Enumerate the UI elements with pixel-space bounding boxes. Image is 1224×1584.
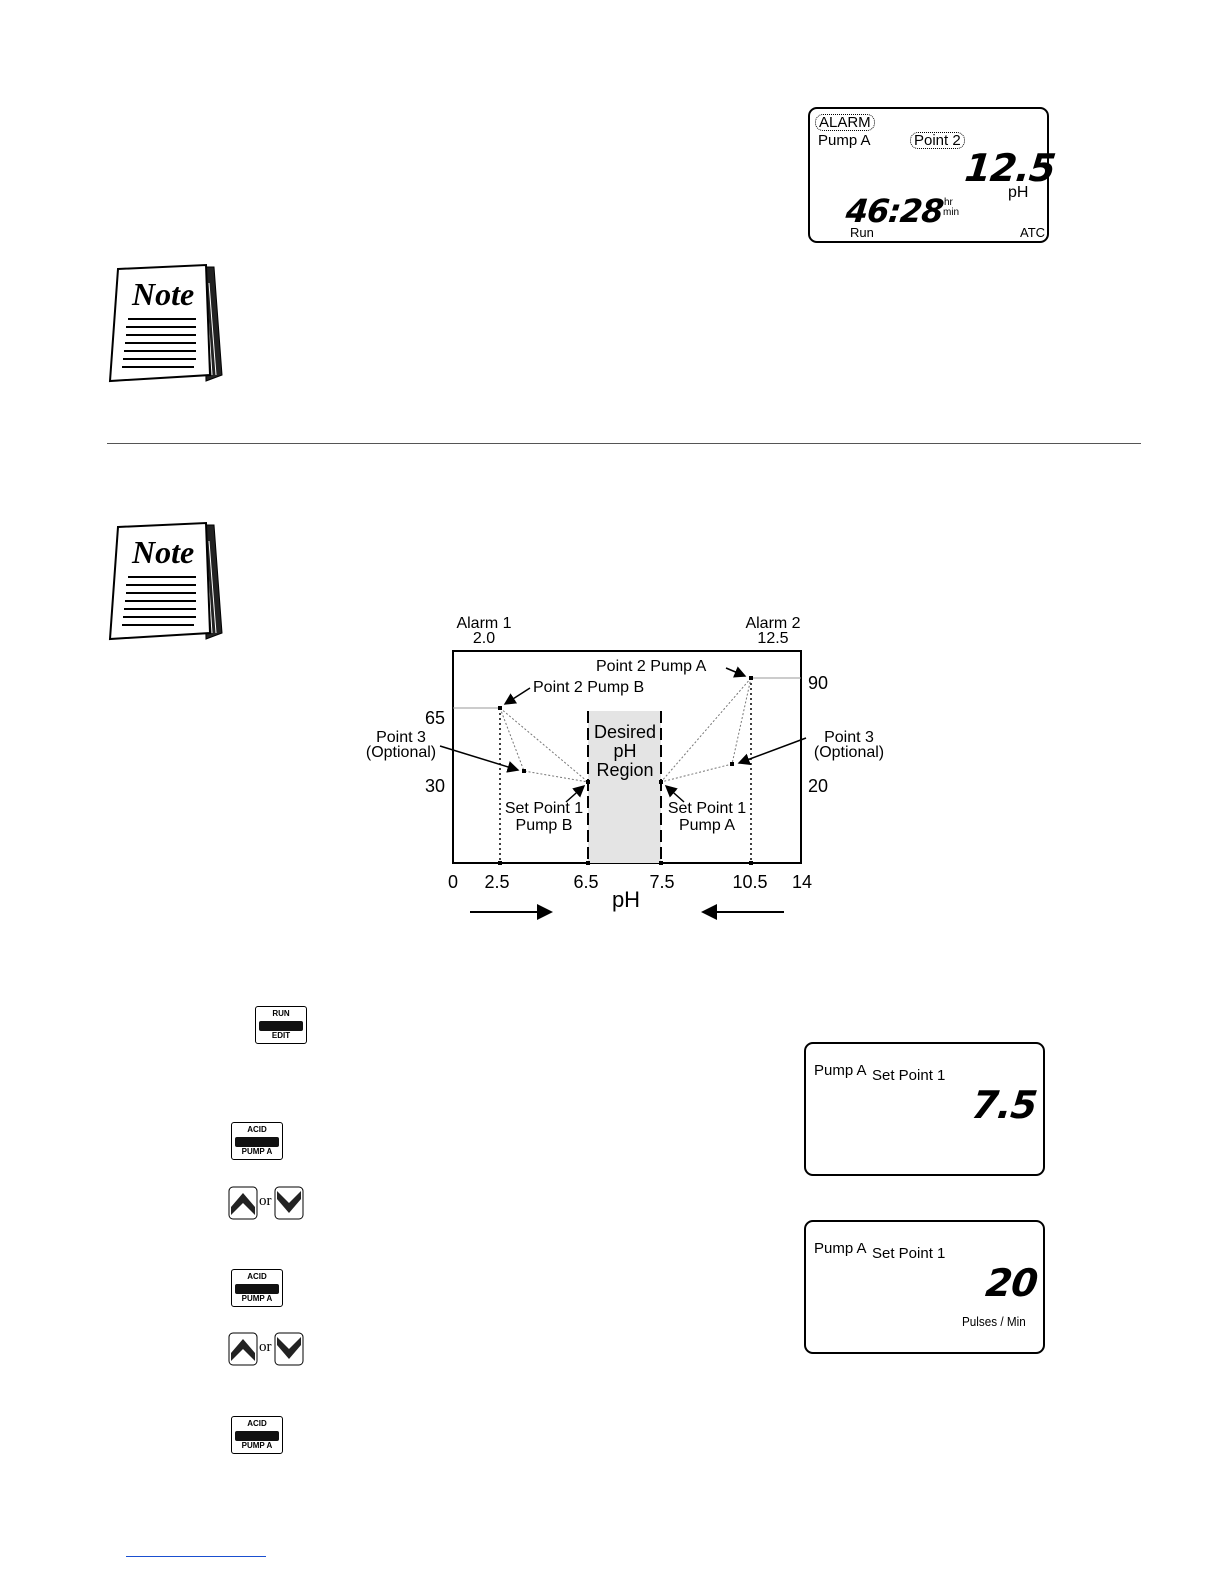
- up-arrow-icon[interactable]: [228, 1332, 258, 1366]
- run-edit-key-bar: [259, 1021, 303, 1031]
- point3-right-optional: (Optional): [814, 744, 884, 761]
- alarm2-value: 12.5: [757, 630, 788, 647]
- x-tick-mark: [659, 861, 663, 865]
- acid-pump-a-key[interactable]: ACID PUMP A: [231, 1122, 283, 1160]
- right-tick-90: 90: [808, 673, 828, 693]
- pump-label: Pump A: [818, 132, 871, 149]
- alarm1-label: Alarm 1: [456, 615, 511, 632]
- atc-indicator: ATC: [1020, 225, 1046, 240]
- run-edit-key-top: RUN: [272, 1009, 290, 1018]
- x-tick-10-5: 10.5: [732, 872, 767, 892]
- pump-label: Pump A: [814, 1240, 867, 1257]
- acid-key-bottom: PUMP A: [241, 1294, 273, 1303]
- acid-key-bar: [235, 1284, 279, 1294]
- or-label: or: [259, 1193, 272, 1209]
- up-arrow-icon[interactable]: [228, 1186, 258, 1220]
- acid-key-top: ACID: [247, 1272, 267, 1281]
- x-tick-mark: [498, 861, 502, 865]
- setpoint-label: Set Point 1: [872, 1067, 946, 1084]
- or-label: or: [259, 1339, 272, 1355]
- ph-unit: pH: [1008, 184, 1029, 201]
- region-label-1: Desired: [594, 722, 656, 742]
- x-tick-6-5: 6.5: [573, 872, 598, 892]
- acid-key-bottom: PUMP A: [241, 1441, 273, 1450]
- x-tick-0: 0: [448, 872, 458, 892]
- acid-key-bottom: PUMP A: [241, 1147, 273, 1156]
- setpoint-ph-value: 7.5: [969, 1083, 1039, 1127]
- x-tick-14: 14: [792, 872, 812, 892]
- point2-pump-a-label: Point 2 Pump A: [596, 658, 707, 675]
- point-indicator: Point 2: [910, 132, 965, 149]
- run-edit-key-bottom: EDIT: [271, 1031, 291, 1040]
- left-tick-65: 65: [425, 708, 445, 728]
- footer-link-underline: [126, 1556, 266, 1557]
- alarm1-value: 2.0: [473, 630, 495, 647]
- note-label: Note: [131, 276, 194, 312]
- set-point1-pump-b-label: Set Point 1: [505, 800, 583, 817]
- point3-left-optional: (Optional): [366, 744, 436, 761]
- point2-pump-b-pointer: [503, 687, 531, 705]
- min-unit: min: [943, 207, 960, 218]
- acid-key-top: ACID: [247, 1419, 267, 1428]
- point2-pump-a-pointer: [725, 666, 747, 678]
- point2-pump-b-marker: [498, 706, 502, 710]
- setpoint-rate-lcd-display: Pump A Set Point 1 20 Pulses / Min: [804, 1220, 1045, 1354]
- acid-key-bar: [235, 1431, 279, 1441]
- down-arrow-icon[interactable]: [274, 1186, 304, 1220]
- setpoint1-pump-b-marker: [586, 780, 590, 784]
- setpoint1-pump-a-marker: [659, 780, 663, 784]
- point3-pump-a-marker: [730, 762, 734, 766]
- ph-control-diagram: Alarm 1 2.0 Alarm 2 12.5 Point 2 Pump A …: [366, 615, 884, 920]
- setpoint-ph-lcd-display: Pump A Set Point 1 7.5: [804, 1042, 1045, 1176]
- set-point1-pump-b-pointer: [565, 785, 586, 803]
- alarm-lcd-display: ALARM Pump A Point 2 12.5 pH 46:28 hr mi…: [808, 107, 1057, 243]
- hr-unit: hr: [944, 197, 953, 208]
- point2-pump-b-label: Point 2 Pump B: [533, 679, 644, 696]
- desired-region: [588, 711, 661, 863]
- point3-left-label: Point 3: [376, 729, 426, 746]
- point3-left-pointer: [439, 745, 520, 773]
- set-point1-pump-a-pump: Pump A: [679, 817, 735, 834]
- alarm-indicator: ALARM: [815, 114, 875, 131]
- pump-label: Pump A: [814, 1062, 867, 1079]
- up-down-keys: or: [228, 1185, 308, 1221]
- acid-key-top: ACID: [247, 1125, 267, 1134]
- acid-key-bar: [235, 1137, 279, 1147]
- run-mode: Run: [850, 225, 874, 240]
- x-tick-mark: [586, 861, 590, 865]
- pump-b-curve-direct: [499, 707, 589, 783]
- set-point1-pump-b-pump: Pump B: [516, 817, 573, 834]
- x-tick-2-5: 2.5: [484, 872, 509, 892]
- acid-pump-a-key[interactable]: ACID PUMP A: [231, 1416, 283, 1454]
- point2-pump-a-marker: [749, 676, 753, 680]
- section-divider: [107, 443, 1141, 444]
- set-point1-pump-a-pointer: [664, 785, 685, 803]
- x-axis-label: pH: [612, 887, 640, 912]
- setpoint-label: Set Point 1: [872, 1245, 946, 1262]
- rate-unit: Pulses / Min: [962, 1314, 1026, 1329]
- setpoint-rate-value: 20: [983, 1261, 1040, 1305]
- set-point1-pump-a-label: Set Point 1: [668, 800, 746, 817]
- pump-a-curve-direct: [660, 677, 752, 783]
- note-icon: Note: [106, 263, 226, 385]
- left-tick-30: 30: [425, 776, 445, 796]
- point3-pump-b-marker: [522, 769, 526, 773]
- x-tick-mark: [749, 861, 753, 865]
- right-tick-20: 20: [808, 776, 828, 796]
- region-label-3: Region: [596, 760, 653, 780]
- up-down-keys: or: [228, 1331, 308, 1367]
- point3-right-label: Point 3: [824, 729, 874, 746]
- region-label-2: pH: [613, 741, 636, 761]
- x-tick-7-5: 7.5: [649, 872, 674, 892]
- note-label: Note: [131, 534, 194, 570]
- run-edit-key[interactable]: RUN EDIT: [255, 1006, 307, 1044]
- acid-pump-a-key[interactable]: ACID PUMP A: [231, 1269, 283, 1307]
- point3-right-pointer: [737, 737, 807, 765]
- down-arrow-icon[interactable]: [274, 1332, 304, 1366]
- alarm2-label: Alarm 2: [745, 615, 800, 632]
- note-icon: Note: [106, 521, 226, 643]
